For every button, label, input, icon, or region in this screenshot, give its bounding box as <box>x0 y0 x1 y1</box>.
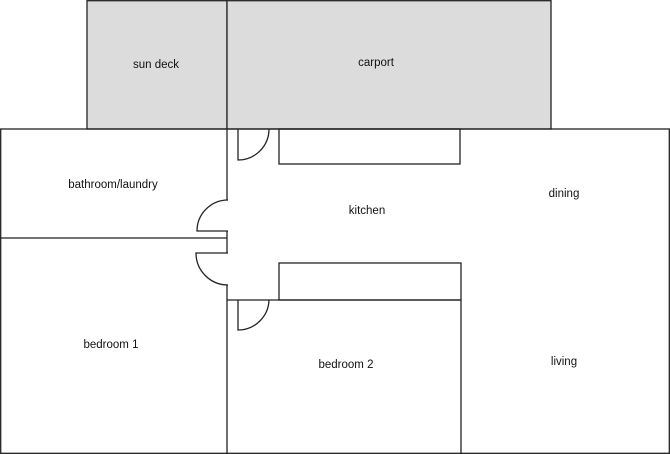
room-label-bedroom-2: bedroom 2 <box>319 359 374 371</box>
sun-deck-area <box>86 0 228 130</box>
kitchen-bench-top <box>278 128 461 165</box>
room-label-bedroom-1: bedroom 1 <box>84 339 139 351</box>
house-outline <box>0 128 670 454</box>
kitchen-bench-bottom <box>278 262 462 301</box>
door-swing-bedroom1 <box>195 252 229 286</box>
room-label-sun-deck: sun deck <box>133 59 179 71</box>
door-swing-bedroom2 <box>237 299 270 331</box>
carport-area <box>226 0 552 130</box>
room-label-dining: dining <box>549 188 580 200</box>
door-swing-bathroom <box>196 199 229 232</box>
room-label-living: living <box>551 356 577 368</box>
room-label-carport: carport <box>358 57 395 69</box>
room-label-bathroom-laundry: bathroom/laundry <box>68 179 158 191</box>
door-swing-top <box>237 128 270 161</box>
room-label-kitchen: kitchen <box>349 205 385 217</box>
